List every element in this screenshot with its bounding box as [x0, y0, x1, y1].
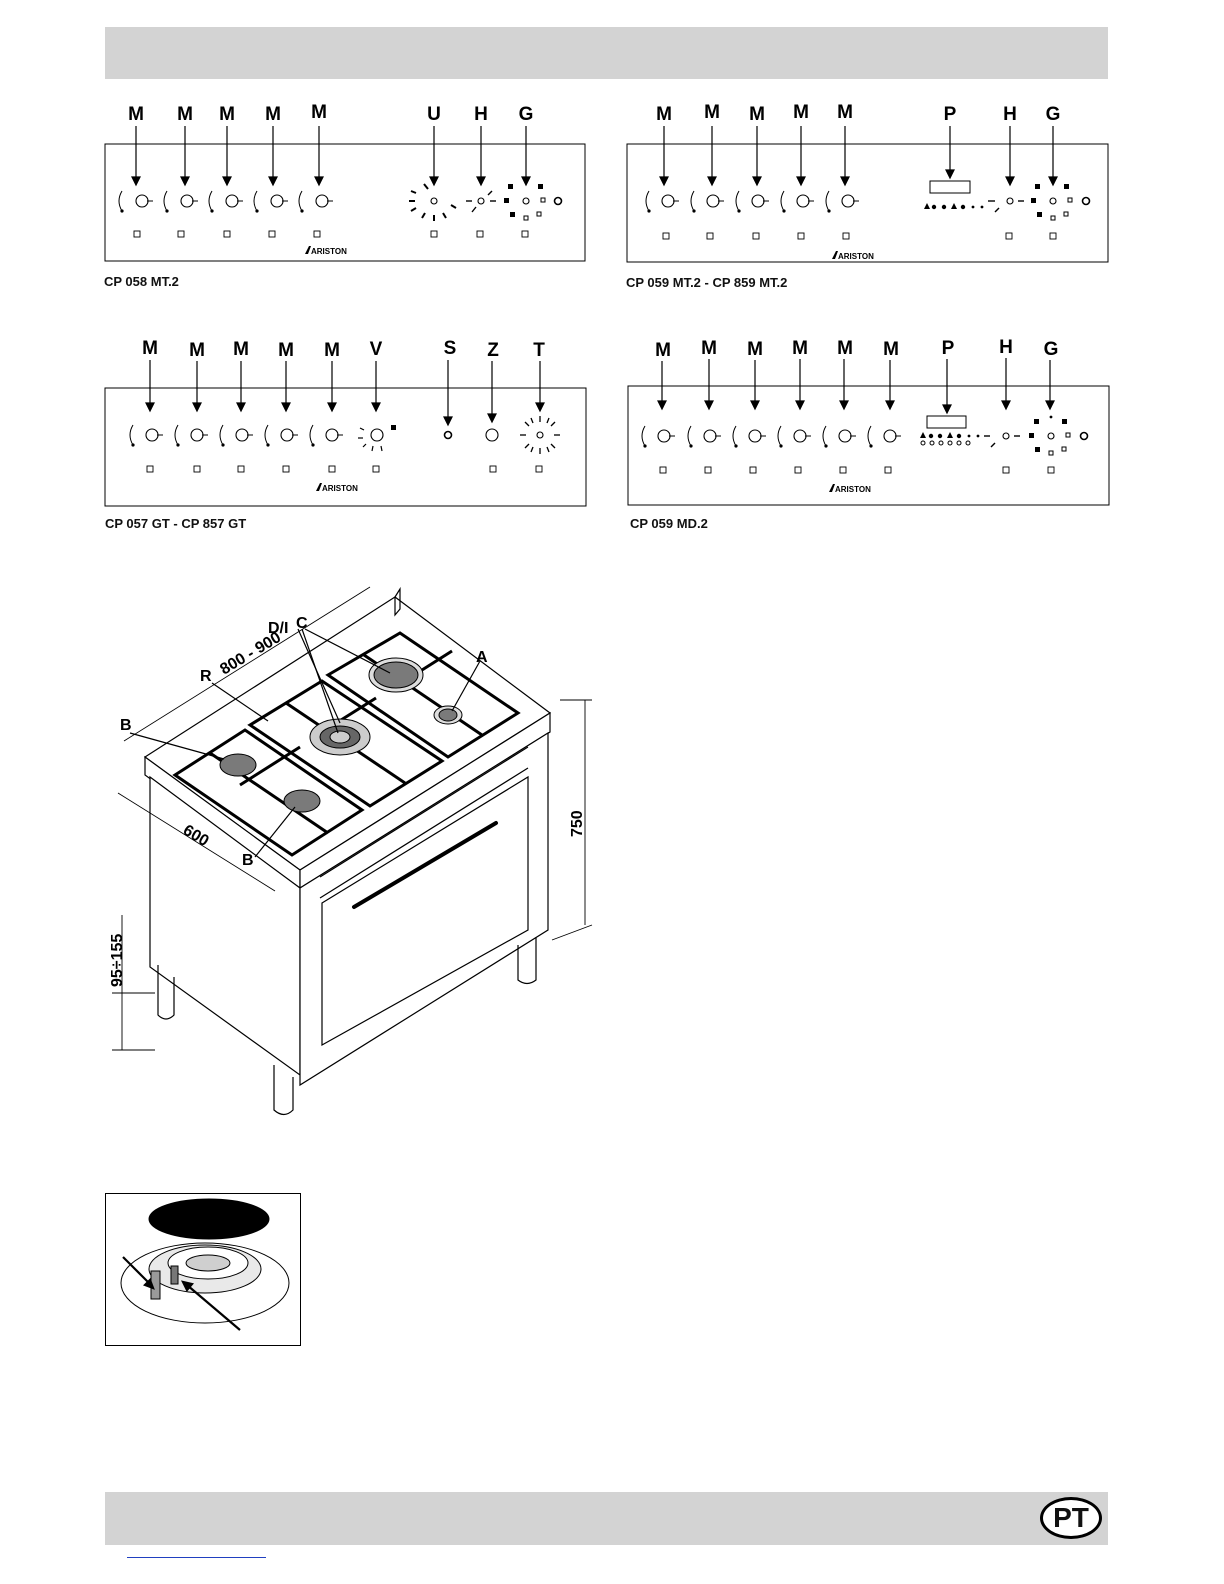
part-label-R: R	[200, 668, 212, 685]
cooker-illustration: B B D/I C A R 800 - 900 600 750 95÷155	[100, 585, 600, 1125]
ariston-logo-icon: ARISTON	[305, 246, 347, 256]
header-band	[105, 27, 1108, 79]
label-H: H	[999, 337, 1013, 358]
label-M-5: M	[837, 102, 853, 123]
label-M-6: M	[883, 339, 899, 360]
part-label-B-1: B	[120, 717, 132, 734]
part-label-A: A	[476, 649, 488, 666]
part-label-C: C	[296, 615, 308, 632]
burner-detail-drawing	[105, 1193, 301, 1346]
dimension-feet: 95÷155	[109, 934, 126, 987]
model-caption-cp059: CP 059 MT.2 - CP 859 MT.2	[626, 275, 787, 290]
svg-text:ARISTON: ARISTON	[311, 247, 347, 256]
label-M-3: M	[233, 339, 249, 360]
label-M-2: M	[701, 338, 717, 359]
ariston-logo-icon: ARISTON	[829, 484, 871, 494]
label-M-2: M	[177, 104, 193, 125]
label-M-2: M	[189, 340, 205, 361]
label-G: G	[1046, 104, 1061, 125]
svg-text:ARISTON: ARISTON	[322, 484, 358, 493]
dimension-width: 800 - 900	[217, 629, 284, 678]
label-M-1: M	[655, 340, 671, 361]
label-U: U	[427, 104, 441, 125]
control-panel-drawing: M M M M M P H G ARISTON	[622, 95, 1114, 270]
cooker-drawing: B B D/I C A R 800 - 900 600 750 95÷155	[100, 585, 600, 1125]
burner-detail	[105, 1193, 301, 1346]
label-M-1: M	[128, 104, 144, 125]
label-H: H	[1003, 104, 1017, 125]
control-panel-cp058: M M M M M U H G ARISTON	[100, 95, 592, 270]
svg-text:ARISTON: ARISTON	[835, 485, 871, 494]
footer-band	[105, 1492, 1108, 1545]
label-M-5: M	[311, 102, 327, 123]
label-P: P	[942, 338, 955, 359]
label-G: G	[1044, 339, 1059, 360]
label-G: G	[519, 104, 534, 125]
label-M-5: M	[324, 340, 340, 361]
model-caption-cp058: CP 058 MT.2	[104, 274, 179, 289]
label-M-3: M	[747, 339, 763, 360]
language-badge: PT	[1040, 1497, 1102, 1539]
label-M-1: M	[142, 338, 158, 359]
label-S: S	[444, 338, 457, 359]
control-panel-cp057: M M M M M V S Z T ARISTON	[100, 330, 592, 514]
label-M-1: M	[656, 104, 672, 125]
label-Z: Z	[487, 340, 499, 361]
dimension-height: 750	[569, 810, 586, 837]
label-P: P	[944, 104, 957, 125]
label-M-4: M	[278, 340, 294, 361]
svg-text:ARISTON: ARISTON	[838, 252, 874, 261]
label-M-4: M	[265, 104, 281, 125]
label-T: T	[533, 340, 545, 361]
control-panel-drawing: M M M M M M P H G	[622, 330, 1114, 514]
thermocouple-icon	[171, 1266, 178, 1284]
control-panel-drawing: M M M M M U H G ARISTON	[100, 95, 592, 270]
model-caption-cp059md: CP 059 MD.2	[630, 516, 708, 531]
label-M-4: M	[793, 102, 809, 123]
model-caption-cp057: CP 057 GT - CP 857 GT	[105, 516, 246, 531]
label-H: H	[474, 104, 488, 125]
footer-link-line	[127, 1557, 266, 1558]
control-panel-cp059md: M M M M M M P H G	[622, 330, 1114, 514]
label-M-3: M	[749, 104, 765, 125]
label-M-2: M	[704, 102, 720, 123]
label-V: V	[370, 339, 383, 360]
control-panel-cp059: M M M M M P H G ARISTON	[622, 95, 1114, 270]
label-M-3: M	[219, 104, 235, 125]
label-M-5: M	[837, 338, 853, 359]
ariston-logo-icon: ARISTON	[316, 483, 358, 493]
label-M-4: M	[792, 338, 808, 359]
part-label-B-2: B	[242, 852, 254, 869]
control-panel-drawing: M M M M M V S Z T ARISTON	[100, 330, 592, 514]
ariston-logo-icon: ARISTON	[832, 251, 874, 261]
